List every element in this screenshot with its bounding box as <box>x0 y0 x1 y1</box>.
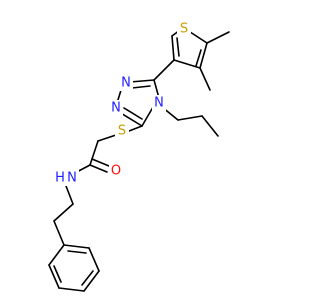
label-bg <box>177 21 191 37</box>
atom-label: N <box>121 76 131 91</box>
label-bg <box>57 170 79 186</box>
label-bg <box>109 163 123 179</box>
atom-s-thioether: S <box>115 123 129 139</box>
bond-carbonyl-o-double <box>91 158 110 167</box>
label-bg <box>115 123 129 139</box>
atom-label: N <box>67 171 77 186</box>
bond-ph-1 <box>63 244 90 249</box>
atom-n4-triazole: N <box>152 95 166 111</box>
bond-ph-2 <box>88 247 100 272</box>
molecule-structure: S N N N S O N H <box>0 0 300 300</box>
bond-ph-inner-1 <box>67 250 87 254</box>
bond-propyl-2 <box>177 115 203 121</box>
canvas-background <box>0 0 300 300</box>
label-bg <box>119 75 133 91</box>
bond-ph-3 <box>83 270 100 292</box>
bond-methyl-2 <box>199 67 211 91</box>
bond-ph-4 <box>58 287 85 292</box>
bond-c4-c3 <box>173 59 201 69</box>
atom-o-carbonyl: O <box>109 163 123 179</box>
bond-methyl-1 <box>206 31 230 44</box>
atom-n2-triazole: N <box>109 100 123 116</box>
bond-c5-c4 <box>199 42 208 69</box>
bond-c3-c2-inner <box>176 37 180 57</box>
bond-c3-s <box>128 125 143 132</box>
atom-label: S <box>118 124 126 139</box>
atom-label: N <box>111 101 121 116</box>
bond-thiophene-triazole <box>153 59 175 81</box>
atom-label: S <box>180 22 188 37</box>
bonds <box>48 29 230 292</box>
bond-ph-inner-2 <box>81 270 94 286</box>
bond-s-ch2 <box>97 134 117 142</box>
atom-s-thiophene: S <box>177 21 191 37</box>
bond-c5-c4-inner <box>195 49 202 67</box>
atom-label: O <box>111 164 121 179</box>
bond-ph-5 <box>48 264 60 289</box>
bond-c3-c2 <box>171 35 175 61</box>
bond-n2-c3-double <box>123 107 143 120</box>
bond-ch2-ch2 <box>53 203 74 222</box>
bond-ph-inner-3 <box>53 265 62 283</box>
bond-n-ch2 <box>65 185 74 205</box>
bond-ph-6 <box>48 244 65 266</box>
label-bg <box>109 100 123 116</box>
hydrogen-label: H <box>55 171 65 186</box>
atom-n1-triazole: N <box>119 75 133 91</box>
bond-c5-n1-double <box>131 85 151 89</box>
bond-propyl-3 <box>201 115 219 137</box>
bond-carbonyl-o <box>89 164 108 173</box>
atom-labels: S N N N S O N H <box>55 21 191 186</box>
bond-ch2-carbonyl <box>89 140 99 166</box>
atom-label: N <box>154 96 164 111</box>
bond-c5-n1 <box>129 79 155 83</box>
atom-n-amide: N H <box>55 170 79 186</box>
bond-ch2-phenyl <box>53 220 65 246</box>
label-bg <box>152 95 166 111</box>
